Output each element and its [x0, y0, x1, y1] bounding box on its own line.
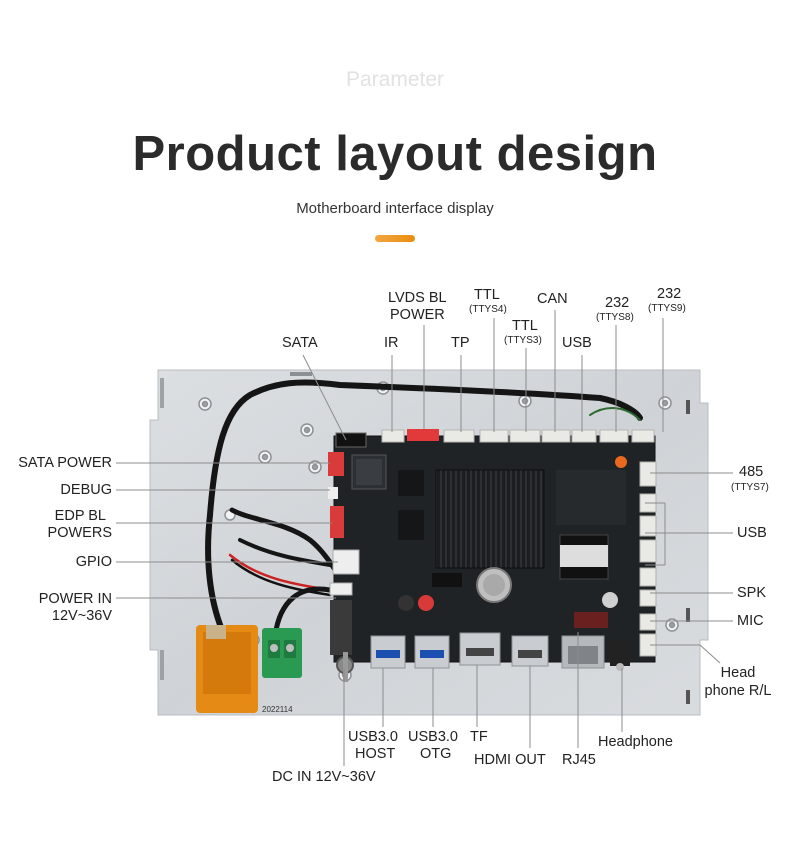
label-ttys7: (TTYS7)	[731, 482, 769, 493]
label-usb-right: USB	[737, 525, 767, 541]
label-phone-rl: phone R/L	[704, 683, 772, 699]
label-rj45: RJ45	[562, 752, 596, 768]
left-connectors	[328, 452, 360, 596]
green-terminal-block	[262, 628, 302, 678]
label-485: 485	[739, 464, 764, 480]
leader-lines	[116, 310, 733, 766]
label-sata-power: SATA POWER	[18, 455, 112, 471]
label-ir: IR	[384, 335, 399, 351]
label-232-a: 232	[605, 295, 630, 311]
label-dc-in: DC IN 12V~36V	[272, 769, 376, 785]
label-power-in-voltage: 12V~36V	[51, 608, 112, 624]
motherboard-pcb	[328, 429, 657, 682]
label-hdmi-out: HDMI OUT	[474, 752, 546, 768]
label-edp-powers: POWERS	[47, 525, 112, 541]
label-gpio: GPIO	[75, 554, 112, 570]
label-usb30-otg: USB3.0	[408, 729, 458, 745]
label-edp-bl: EDP BL	[54, 508, 106, 524]
page-title: Product layout design	[132, 127, 658, 181]
label-debug: DEBUG	[60, 482, 112, 498]
svg-text:2022114: 2022114	[262, 705, 293, 714]
label-sata: SATA	[282, 335, 318, 351]
label-mic: MIC	[737, 613, 764, 629]
label-headphone: Headphone	[598, 734, 673, 750]
label-ttl-b: TTL	[512, 318, 538, 334]
label-spk: SPK	[737, 585, 767, 601]
label-otg: OTG	[420, 746, 452, 762]
label-power-in: POWER IN	[38, 591, 112, 607]
label-232-b: 232	[657, 286, 682, 302]
right-connectors	[639, 461, 657, 657]
label-usb-top: USB	[562, 335, 592, 351]
battery-flex-module: 2022114	[196, 625, 293, 714]
accent-bar	[375, 235, 415, 242]
label-ttys3: (TTYS3)	[504, 335, 542, 346]
label-host: HOST	[355, 746, 396, 762]
label-can: CAN	[537, 291, 568, 307]
label-lvds-power: POWER	[390, 307, 445, 323]
section-watermark-title: Parameter	[345, 68, 445, 91]
label-lvds-bl: LVDS BL	[388, 290, 447, 306]
label-tf: TF	[470, 729, 488, 745]
label-ttl-a: TTL	[474, 287, 500, 303]
label-usb30-host: USB3.0	[348, 729, 398, 745]
label-ttys8: (TTYS8)	[596, 312, 634, 323]
label-tp: TP	[451, 335, 470, 351]
label-ttys4: (TTYS4)	[469, 304, 507, 315]
bottom-ports	[370, 632, 630, 671]
page-subtitle: Motherboard interface display	[296, 200, 494, 217]
label-ttys9: (TTYS9)	[648, 303, 686, 314]
label-head: Head	[720, 665, 756, 681]
